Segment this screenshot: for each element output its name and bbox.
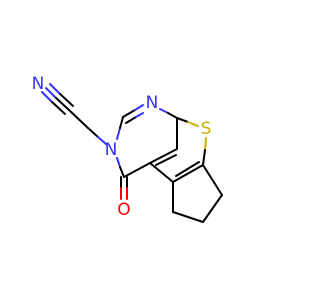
atom-labels: N N N S O (32, 74, 212, 220)
bond-c1-c6a (202, 164, 223, 196)
molecule-canvas: N N N S O (31, 74, 223, 223)
bond-c4a-c7a-double (155, 154, 177, 166)
bond-n3-c2-b (119, 116, 124, 129)
bond-nitrile-1 (54, 96, 70, 111)
bond-n1-c7a-b (167, 112, 178, 119)
molecule-structure: N N N S O (32, 74, 223, 223)
bond-s-c6a-a (204, 137, 207, 151)
bond-c3-c2 (172, 211, 204, 223)
carbon-bonds (68, 109, 223, 223)
bond-s-c6a-b (202, 149, 206, 166)
bond-nitrile-2b (49, 83, 60, 94)
bond-c2-c1 (202, 194, 223, 223)
bond-nitrile-2 (58, 92, 74, 107)
nitrogen-bonds (41, 83, 178, 178)
bond-n3-ch2-b (87, 127, 99, 138)
atom-label-sulfur: S (201, 119, 212, 139)
bond-n1-c7a-a (159, 108, 169, 114)
bond-n3-ch2-a (97, 136, 107, 145)
bond-nitrile-1b (45, 87, 56, 98)
bond-n3-c2-a (116, 127, 121, 140)
bond-c4a-c3a (149, 162, 174, 183)
atom-label-ring-n-top: N (146, 93, 159, 113)
bond-c3a-c6a (172, 164, 204, 183)
sulfur-bonds (176, 117, 207, 166)
atom-label-nitrile-n: N (32, 74, 45, 94)
bond-c2-n1-c (125, 116, 137, 124)
bond-n3-c4-b (119, 166, 125, 178)
bond-ch2-cnitrile (68, 109, 89, 129)
bond-c4a-c7a (149, 148, 178, 164)
bond-c4-c4a (123, 162, 151, 178)
bond-c2-n1-a (122, 109, 136, 118)
atom-label-ring-n-left: N (105, 140, 118, 160)
atom-label-carbonyl-o: O (117, 200, 130, 220)
bond-c3a-c6a-double (175, 161, 200, 177)
bond-c7a-s-a (176, 117, 189, 123)
bond-c2-n1-b (134, 104, 144, 111)
oxygen-bonds (120, 176, 128, 200)
bond-nitrile-3 (50, 100, 66, 115)
bond-nitrile-3b (41, 91, 52, 102)
bond-c7a-s-b (187, 121, 199, 127)
bond-n3-c4-a (116, 157, 121, 168)
bond-c2-n1-d (135, 112, 144, 118)
